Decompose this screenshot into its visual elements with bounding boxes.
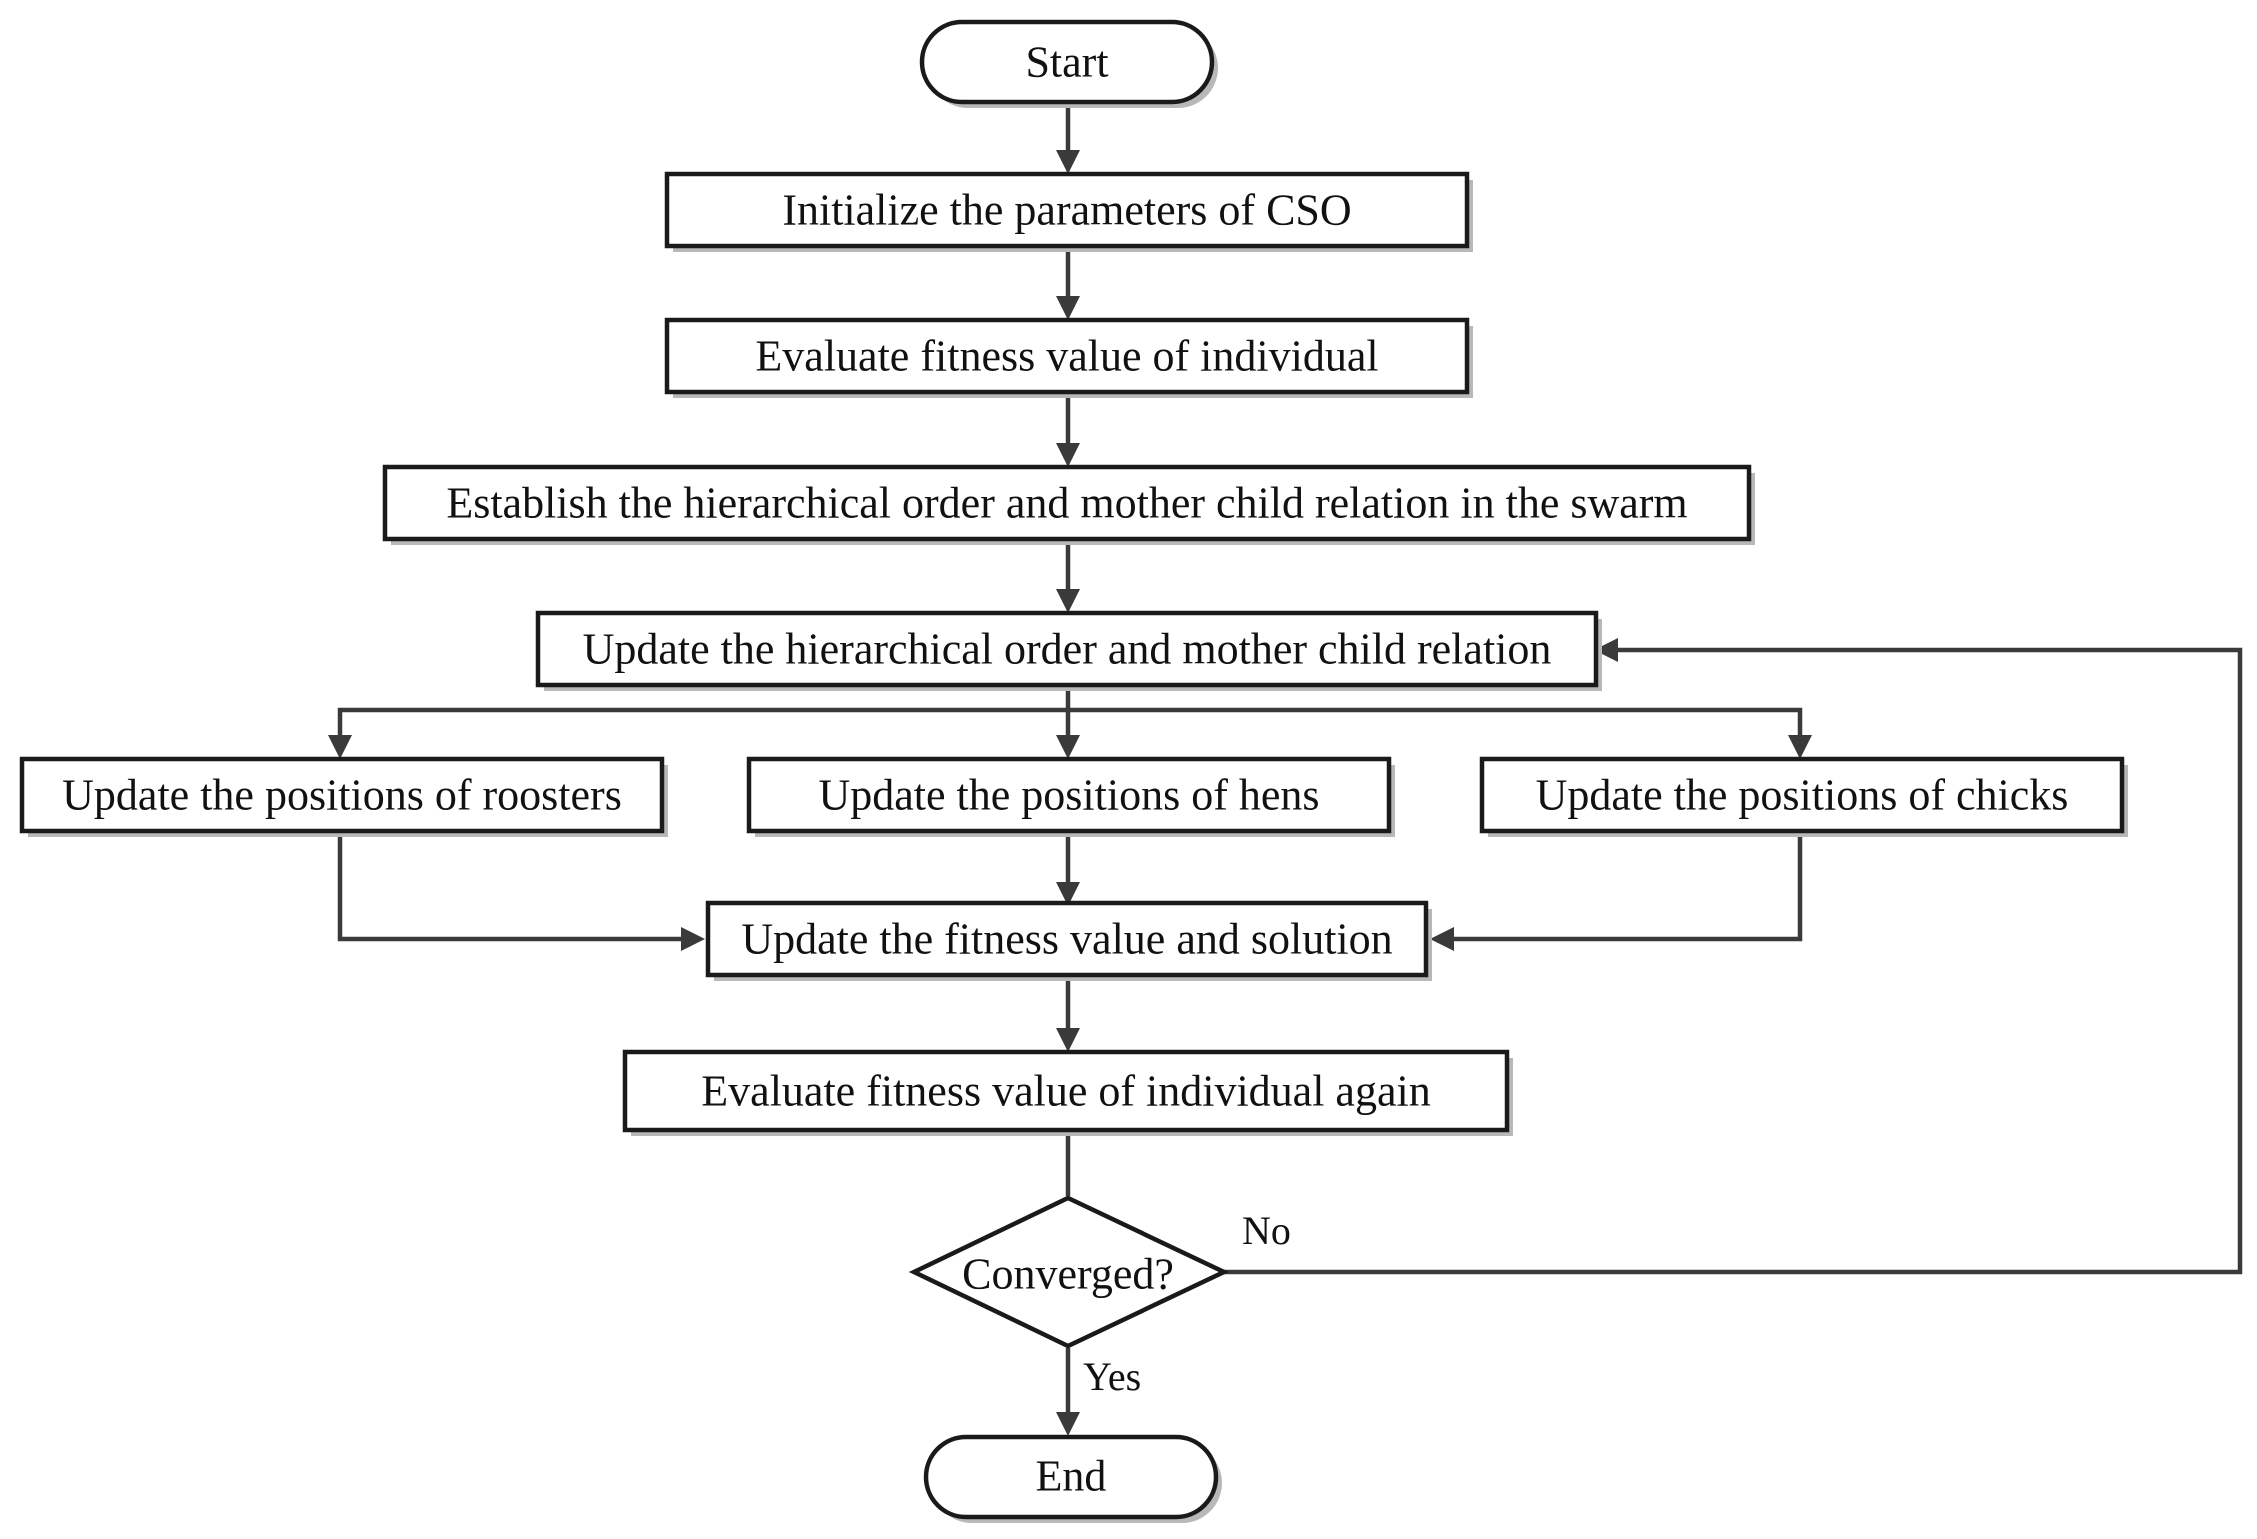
no-edge-label: No (1242, 1208, 1291, 1253)
hens-step: Update the positions of hens (746, 756, 1395, 837)
arrowhead-chicks-to-update-fitness (1430, 927, 1454, 951)
connector-chicks-to-update-fitness (1452, 834, 1803, 942)
init-label: Initialize the parameters of CSO (782, 186, 1351, 235)
arrowhead-to-eval2 (1056, 1028, 1080, 1052)
establish-label: Establish the hierarchical order and mot… (446, 479, 1687, 528)
arrowhead-to-establish (1056, 443, 1080, 467)
evaluate-again-step: Evaluate fitness value of individual aga… (622, 1049, 1513, 1136)
arrowhead-to-end (1056, 1412, 1080, 1436)
start-terminal: Start (919, 19, 1218, 108)
evaluate-again-label: Evaluate fitness value of individual aga… (701, 1067, 1430, 1116)
arrowheads (328, 150, 1812, 1436)
arrowhead-to-init (1056, 150, 1080, 174)
init-step: Initialize the parameters of CSO (664, 171, 1473, 252)
update-fitness-step: Update the fitness value and solution (705, 900, 1432, 981)
end-terminal: End (923, 1434, 1222, 1523)
update-order-step: Update the hierarchical order and mother… (535, 610, 1602, 691)
connector-split-bar (337, 707, 1803, 737)
evaluate-step: Evaluate fitness value of individual (664, 317, 1473, 398)
yes-edge-label: Yes (1083, 1354, 1141, 1399)
establish-step: Establish the hierarchical order and mot… (382, 464, 1755, 545)
connector-no-loop (1224, 647, 2243, 1275)
connector-roosters-to-update-fitness (337, 834, 683, 942)
arrowhead-to-update-order (1056, 589, 1080, 613)
chicks-step: Update the positions of chicks (1479, 756, 2128, 837)
update-order-label: Update the hierarchical order and mother… (583, 625, 1552, 674)
hens-label: Update the positions of hens (818, 771, 1319, 820)
converged-label: Converged? (962, 1250, 1174, 1299)
connectors (337, 100, 2243, 1414)
end-label: End (1036, 1452, 1107, 1501)
arrowhead-no-to-update-order (1594, 638, 1618, 662)
roosters-step: Update the positions of roosters (19, 756, 668, 837)
update-fitness-label: Update the fitness value and solution (741, 915, 1392, 964)
evaluate-label: Evaluate fitness value of individual (755, 332, 1378, 381)
converged-decision: Converged? (908, 1195, 1230, 1349)
arrowhead-roosters-to-update-fitness (681, 927, 705, 951)
arrowhead-hens-to-update-fitness (1056, 882, 1080, 906)
arrowhead-to-chicks (1788, 735, 1812, 759)
arrowhead-to-hens (1056, 735, 1080, 759)
chicks-label: Update the positions of chicks (1536, 771, 2069, 820)
arrowhead-to-roosters (328, 735, 352, 759)
arrowhead-to-eval1 (1056, 296, 1080, 320)
start-label: Start (1025, 38, 1108, 87)
roosters-label: Update the positions of roosters (62, 771, 622, 820)
